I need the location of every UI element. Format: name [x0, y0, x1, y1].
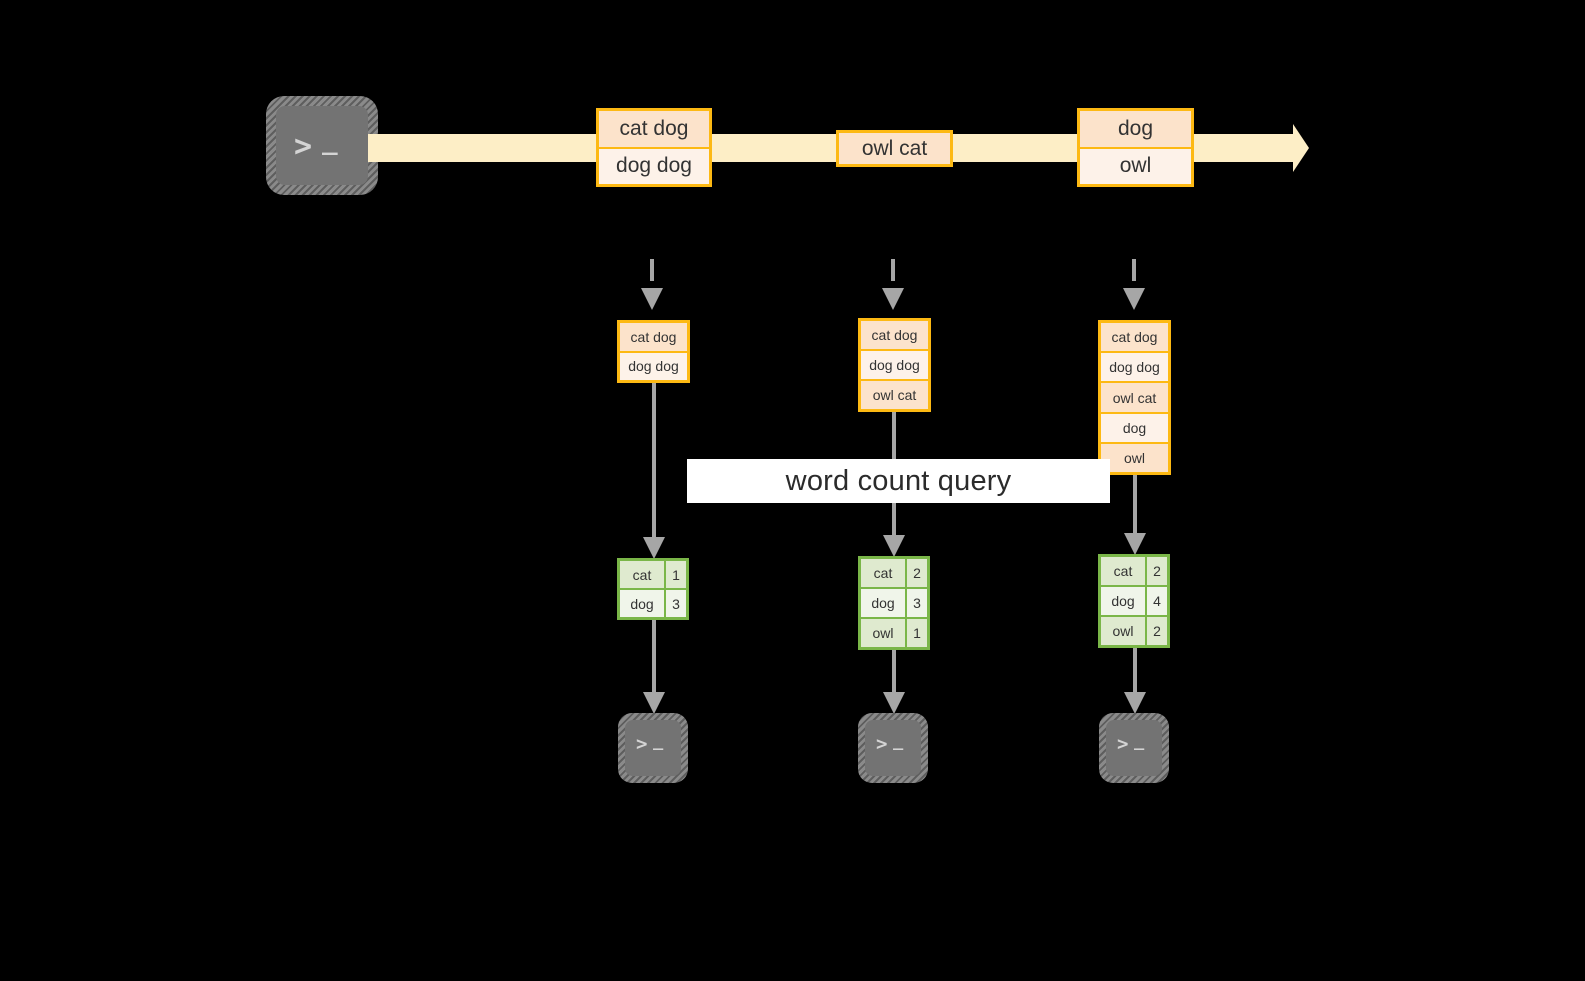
source-terminal-icon[interactable]: > _	[266, 96, 378, 195]
table-row: dog 4	[1101, 585, 1167, 615]
snapshot-trigger-arrowhead	[641, 288, 663, 310]
snapshot-trigger-connector	[650, 259, 654, 281]
record-line: cat dog	[599, 111, 709, 147]
table-row: owl 2	[1101, 615, 1167, 645]
state-line: cat dog	[861, 321, 928, 349]
record-line: owl	[1080, 146, 1191, 184]
materialized-state-box[interactable]: cat dog dog dog	[617, 320, 690, 383]
query-label-text: word count query	[785, 464, 1012, 497]
snapshot-trigger-arrowhead	[882, 288, 904, 310]
result-word-cell: cat	[1101, 557, 1147, 585]
snapshot-trigger-connector	[1132, 259, 1136, 281]
terminal-screen: > _	[865, 720, 921, 776]
result-sink-connector	[1133, 648, 1137, 702]
state-line: owl	[1101, 441, 1168, 473]
table-row: dog 3	[620, 588, 686, 617]
sink-terminal-icon[interactable]: > _	[618, 713, 688, 783]
result-word-cell: dog	[1101, 587, 1147, 615]
state-line: owl cat	[861, 379, 928, 409]
result-sink-connector	[652, 620, 656, 702]
query-label-band: word count query	[687, 459, 1110, 503]
terminal-cursor-glyph: _	[653, 731, 664, 751]
record-line: dog dog	[599, 146, 709, 184]
result-word-cell: cat	[620, 561, 666, 588]
terminal-prompt-glyph: >	[1117, 733, 1129, 755]
query-flow-connector	[1133, 475, 1137, 549]
materialized-state-box[interactable]: cat dog dog dog owl cat	[858, 318, 931, 412]
record-line: owl cat	[839, 133, 950, 164]
terminal-screen: > _	[625, 720, 681, 776]
terminal-prompt-glyph: >	[636, 733, 648, 755]
state-line: dog	[1101, 411, 1168, 442]
terminal-cursor-glyph: _	[322, 126, 338, 156]
result-sink-arrowhead	[883, 692, 905, 714]
result-word-cell: owl	[861, 619, 907, 647]
table-row: dog 3	[861, 587, 927, 617]
record-line: dog	[1080, 111, 1191, 147]
table-row: cat 1	[620, 561, 686, 588]
result-sink-arrowhead	[643, 692, 665, 714]
state-line: owl cat	[1101, 381, 1168, 412]
table-row: cat 2	[861, 559, 927, 587]
result-word-cell: dog	[620, 590, 666, 617]
result-count-cell: 2	[1147, 557, 1167, 585]
state-line: dog dog	[620, 350, 687, 380]
snapshot-trigger-connector	[891, 259, 895, 281]
state-line: dog dog	[1101, 351, 1168, 382]
query-flow-arrowhead	[1124, 533, 1146, 555]
query-flow-arrowhead	[883, 535, 905, 557]
sink-terminal-icon[interactable]: > _	[1099, 713, 1169, 783]
result-count-cell: 1	[907, 619, 927, 647]
terminal-prompt-glyph: >	[294, 129, 313, 164]
result-count-cell: 3	[907, 589, 927, 617]
terminal-cursor-glyph: _	[1134, 731, 1145, 751]
query-result-table[interactable]: cat 1 dog 3	[617, 558, 689, 620]
state-line: cat dog	[620, 323, 687, 351]
result-word-cell: cat	[861, 559, 907, 587]
query-result-table[interactable]: cat 2 dog 3 owl 1	[858, 556, 930, 650]
materialized-state-box[interactable]: cat dog dog dog owl cat dog owl	[1098, 320, 1171, 475]
result-count-cell: 2	[1147, 617, 1167, 645]
query-flow-arrowhead	[643, 537, 665, 559]
table-row: owl 1	[861, 617, 927, 647]
result-word-cell: owl	[1101, 617, 1147, 645]
result-sink-connector	[892, 650, 896, 702]
event-stream-arrow-head	[1293, 124, 1309, 172]
state-line: cat dog	[1101, 323, 1168, 352]
terminal-cursor-glyph: _	[893, 731, 904, 751]
sink-terminal-icon[interactable]: > _	[858, 713, 928, 783]
terminal-screen: > _	[276, 106, 368, 185]
result-count-cell: 3	[666, 590, 686, 617]
stream-event-record[interactable]: cat dog dog dog	[596, 108, 712, 187]
terminal-prompt-glyph: >	[876, 733, 888, 755]
result-count-cell: 4	[1147, 587, 1167, 615]
state-line: dog dog	[861, 349, 928, 379]
snapshot-trigger-arrowhead	[1123, 288, 1145, 310]
table-row: cat 2	[1101, 557, 1167, 585]
stream-event-record[interactable]: dog owl	[1077, 108, 1194, 187]
terminal-screen: > _	[1106, 720, 1162, 776]
result-word-cell: dog	[861, 589, 907, 617]
stream-event-record[interactable]: owl cat	[836, 130, 953, 167]
query-result-table[interactable]: cat 2 dog 4 owl 2	[1098, 554, 1170, 648]
result-count-cell: 1	[666, 561, 686, 588]
query-flow-connector	[652, 383, 656, 551]
result-count-cell: 2	[907, 559, 927, 587]
result-sink-arrowhead	[1124, 692, 1146, 714]
